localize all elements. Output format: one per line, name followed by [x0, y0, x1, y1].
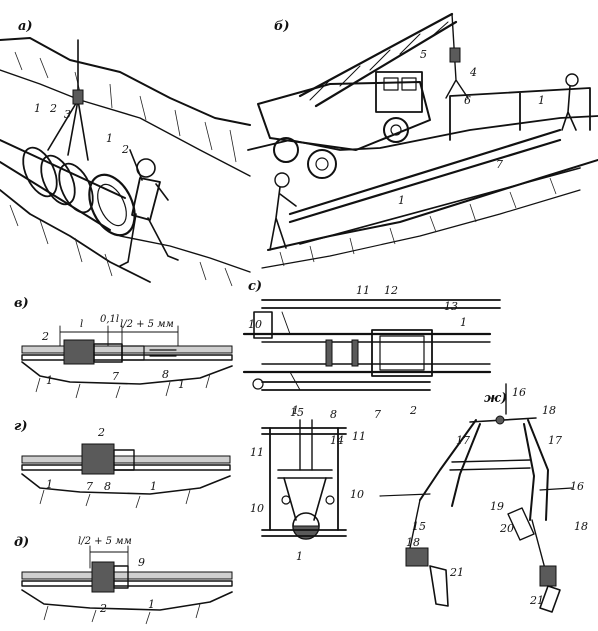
panel-zh-illustration	[379, 383, 573, 613]
callout-g-2: 2	[97, 426, 105, 439]
callout-s2-11b: 11	[352, 430, 366, 443]
callout-s2-14: 14	[330, 434, 344, 447]
callout-s-7: 7	[374, 408, 381, 421]
callout-g-1b: 1	[150, 480, 157, 493]
callout-a-4: 1	[106, 132, 113, 145]
panel-a-labels: а) 1 2 3 1 2	[18, 19, 129, 156]
callout-s-1a: 1	[460, 316, 467, 329]
callout-v-8: 8	[162, 368, 169, 381]
panel-s2-labels: 15 11 14 11 10 10 1	[250, 406, 366, 563]
label-panel-a: а)	[18, 19, 33, 34]
callout-zh-15: 15	[412, 520, 426, 533]
panel-d-labels: д) l/2 + 5 мм 9 2 1	[14, 535, 155, 615]
dim-v-length: l	[80, 319, 83, 330]
callout-zh-16b: 16	[570, 480, 584, 493]
label-panel-g: г)	[14, 419, 27, 434]
callout-b-4: 4	[469, 66, 477, 79]
callout-b-5: 5	[420, 48, 427, 61]
callout-g-1a: 1	[46, 478, 53, 491]
panel-g-illustration	[21, 443, 231, 509]
callout-g-7: 7	[86, 480, 93, 493]
callout-zh-18c: 18	[574, 520, 588, 533]
panel-s-illustration	[242, 299, 501, 391]
dim-v-half: l/2 + 5 мм	[120, 319, 174, 330]
callout-a-5: 2	[121, 143, 129, 156]
callout-zh-18b: 18	[406, 536, 420, 549]
callout-zh-21b: 21	[529, 594, 544, 607]
callout-d-1: 1	[148, 598, 155, 611]
callout-v-7: 7	[112, 370, 119, 383]
callout-b-7: 7	[496, 158, 503, 171]
panel-b-labels: б) 5 4 6 1 7 1	[274, 19, 545, 207]
callout-v-1b: 1	[178, 378, 185, 391]
panel-zh-labels: ж) 16 18 17 17 19 16 15 20 18 18 21 21	[406, 386, 588, 607]
callout-s-11: 11	[356, 284, 370, 297]
panel-a-illustration	[0, 37, 251, 287]
callout-g-8: 8	[104, 480, 111, 493]
label-panel-s: с)	[248, 279, 262, 294]
panel-b-illustration	[247, 12, 598, 269]
callout-zh-21a: 21	[449, 566, 464, 579]
panel-v-illustration	[21, 325, 233, 399]
dim-d-half: l/2 + 5 мм	[78, 536, 132, 547]
callout-v-2: 2	[41, 330, 49, 343]
callout-s-12: 12	[384, 284, 398, 297]
callout-b-1b: 1	[398, 194, 405, 207]
callout-s2-1: 1	[296, 550, 303, 563]
panel-v-labels: в) l 0,1l l/2 + 5 мм 2 7 8 1 1	[14, 296, 185, 391]
callout-s2-15: 15	[290, 406, 304, 419]
callout-zh-19: 19	[490, 500, 504, 513]
label-panel-v: в)	[14, 296, 29, 311]
dim-v-offset: 0,1l	[100, 314, 119, 325]
callout-zh-16a: 16	[512, 386, 526, 399]
panel-d-illustration	[21, 545, 233, 625]
callout-s2-10b: 10	[250, 502, 264, 515]
callout-s2-11a: 11	[250, 446, 264, 459]
callout-a-1: 1	[34, 102, 41, 115]
panel-g-labels: г) 2 1 7 8 1	[14, 419, 157, 493]
callout-s-13: 13	[444, 300, 458, 313]
label-panel-d: д)	[14, 535, 29, 550]
callout-d-9: 9	[138, 556, 145, 569]
callout-s-8: 8	[330, 408, 337, 421]
callout-zh-20: 20	[499, 522, 514, 535]
callout-a-2: 2	[49, 102, 57, 115]
callout-b-6: 6	[464, 94, 471, 107]
callout-zh-17b: 17	[548, 434, 562, 447]
panel-s-labels: с) 10 11 12 13 1 1 8 7 2	[248, 279, 467, 421]
callout-v-1a: 1	[46, 374, 53, 387]
callout-zh-17a: 17	[456, 434, 470, 447]
callout-b-1a: 1	[538, 94, 545, 107]
callout-s-10: 10	[248, 318, 262, 331]
callout-s-2: 2	[409, 404, 417, 417]
callout-zh-18a: 18	[542, 404, 556, 417]
callout-s-1b: 1	[292, 404, 299, 417]
label-panel-b: б)	[274, 19, 290, 34]
callout-d-2: 2	[99, 602, 107, 615]
label-panel-zh: ж)	[484, 391, 507, 406]
callout-s2-10a: 10	[350, 488, 364, 501]
callout-a-3: 3	[64, 108, 71, 121]
panel-s2-illustration	[261, 419, 347, 540]
